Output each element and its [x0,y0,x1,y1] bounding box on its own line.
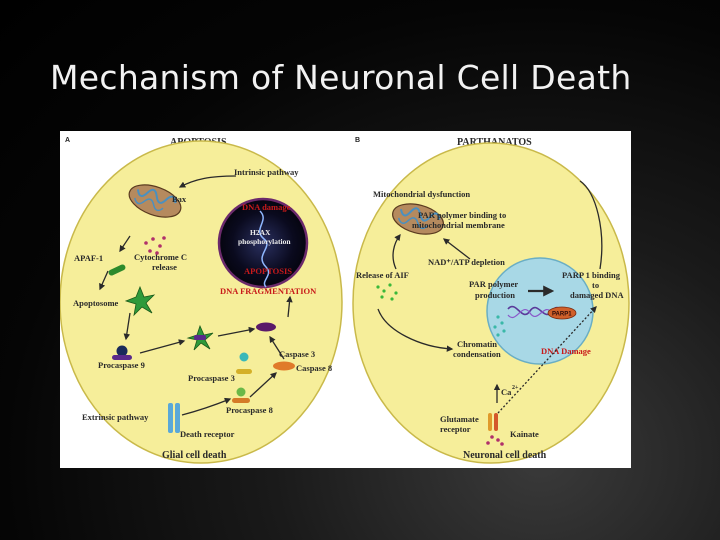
label-apaf: APAF-1 [74,253,103,263]
apaf-capsule [108,264,126,276]
label-kainate: Kainate [510,429,539,439]
procaspase-9-body [112,355,132,360]
nucleus-phosphorylation: phosphorylation [238,237,291,246]
label-cyto1: Cytochrome C [134,252,187,262]
par-polymer-dots [493,315,506,337]
label-dna-damage: DNA Damage [541,346,591,356]
caspase-3-icon [256,322,276,332]
receptor-icon [488,413,498,431]
arrow-to-nucleus [286,295,293,318]
label-release-aif: Release of AIF [356,270,409,280]
arrow-casp9-casp3 [139,339,186,354]
apoptosome-icon [124,285,156,317]
label-casp8: Caspase 8 [296,363,332,373]
mitochondrion-icon [392,203,444,235]
procaspase-3-body [236,369,252,374]
procaspase-8-body [232,398,250,403]
figure-svg: A APOPTOSIS DNA damage H2AX phosphorylat… [60,137,630,464]
label-intrinsic: Intrinsic pathway [234,167,299,177]
panel-a-letter: A [65,137,70,144]
arrow-intrinsic [178,175,237,188]
parp1-enzyme [547,306,577,320]
label-cyto2: release [152,262,177,272]
label-parp1-1: PARP 1 binding [562,270,621,280]
label-par-binding-1: PAR polymer binding to [418,210,506,220]
label-parp1-2: to [592,280,599,290]
mitochondrion-icon [128,184,182,218]
apoptotic-nucleus [217,197,309,289]
procaspase-9-icon [116,345,128,357]
label-par-polymer: PAR polymer [469,279,518,289]
nucleus-apoptosis: APOPTOSIS [244,266,292,276]
arrow-aif [392,233,401,270]
label-procasp8: Procaspase 8 [226,405,273,415]
nucleus-fragmentation: DNA FRAGMENTATION [220,286,317,296]
label-glutamate-2: receptor [440,424,471,434]
label-death-receptor: Death receptor [180,429,235,439]
label-procasp9: Procaspase 9 [98,360,145,370]
cytochrome-c-dots [144,236,166,255]
panel-a-footer: Glial cell death [162,450,227,461]
label-apoptosome: Apoptosome [73,298,119,308]
panel-apoptosis: A APOPTOSIS DNA damage H2AX phosphorylat… [60,137,343,464]
label-production: production [475,290,515,300]
arrow-chromatin [377,308,454,352]
arrow-apoptosome-casp9 [123,312,131,341]
dna-strand-icon [507,309,553,318]
arrow-parp-loop [579,180,603,270]
label-casp3: Caspase 3 [279,349,315,359]
procaspase-8-icon [236,387,246,397]
receptor-icon [168,403,180,433]
label-ca-sup: 2+ [512,385,519,391]
dna-helix-icon [258,210,270,288]
label-procasp3: Procaspase 3 [188,373,235,383]
procaspase-3-icon [239,352,249,362]
label-parp1-3: damaged DNA [570,290,624,300]
arrow-casp8-casp3 [269,335,285,360]
label-nad-depletion: NAD⁺/ATP depletion [428,257,505,267]
panel-parthanatos: B PARTHANATOS PARP1 Mitochondrial dysfun… [352,137,630,464]
arrow-bax-apaf [119,235,131,253]
parp1-tag: PARP1 [552,312,572,318]
label-chromatin-1: Chromatin [457,339,497,349]
label-chromatin-2: condensation [453,349,501,359]
slide-title: Mechanism of Neuronal Cell Death [50,58,632,97]
panel-b-footer: Neuronal cell death [463,450,547,461]
kainate-dots [486,435,504,446]
arrow-extrinsic [181,397,232,416]
neuronal-death-figure: A APOPTOSIS DNA damage H2AX phosphorylat… [60,131,631,468]
label-extrinsic: Extrinsic pathway [82,412,149,422]
arrow-casp3 [217,326,256,337]
label-ca: Ca [501,387,512,397]
nucleus-h2ax: H2AX [250,228,271,237]
arrow-procasp8-casp8 [249,372,277,398]
caspase-8-icon [273,361,295,371]
label-glutamate-1: Glutamate [440,414,479,424]
nucleus-dna-damage: DNA damage [242,202,291,212]
label-mito-dysfunction: Mitochondrial dysfunction [373,189,470,199]
arrow-receptor-dna [497,306,597,414]
arrow-apaf-apoptosome [99,270,109,291]
aif-dots [376,283,398,301]
arrow-nad-mito [442,238,471,260]
label-par-binding-2: mitochondrial membrane [412,220,505,230]
panel-b-letter: B [355,137,360,144]
label-bax: Bax [172,194,187,204]
apoptosome-casp-icon [186,324,214,351]
